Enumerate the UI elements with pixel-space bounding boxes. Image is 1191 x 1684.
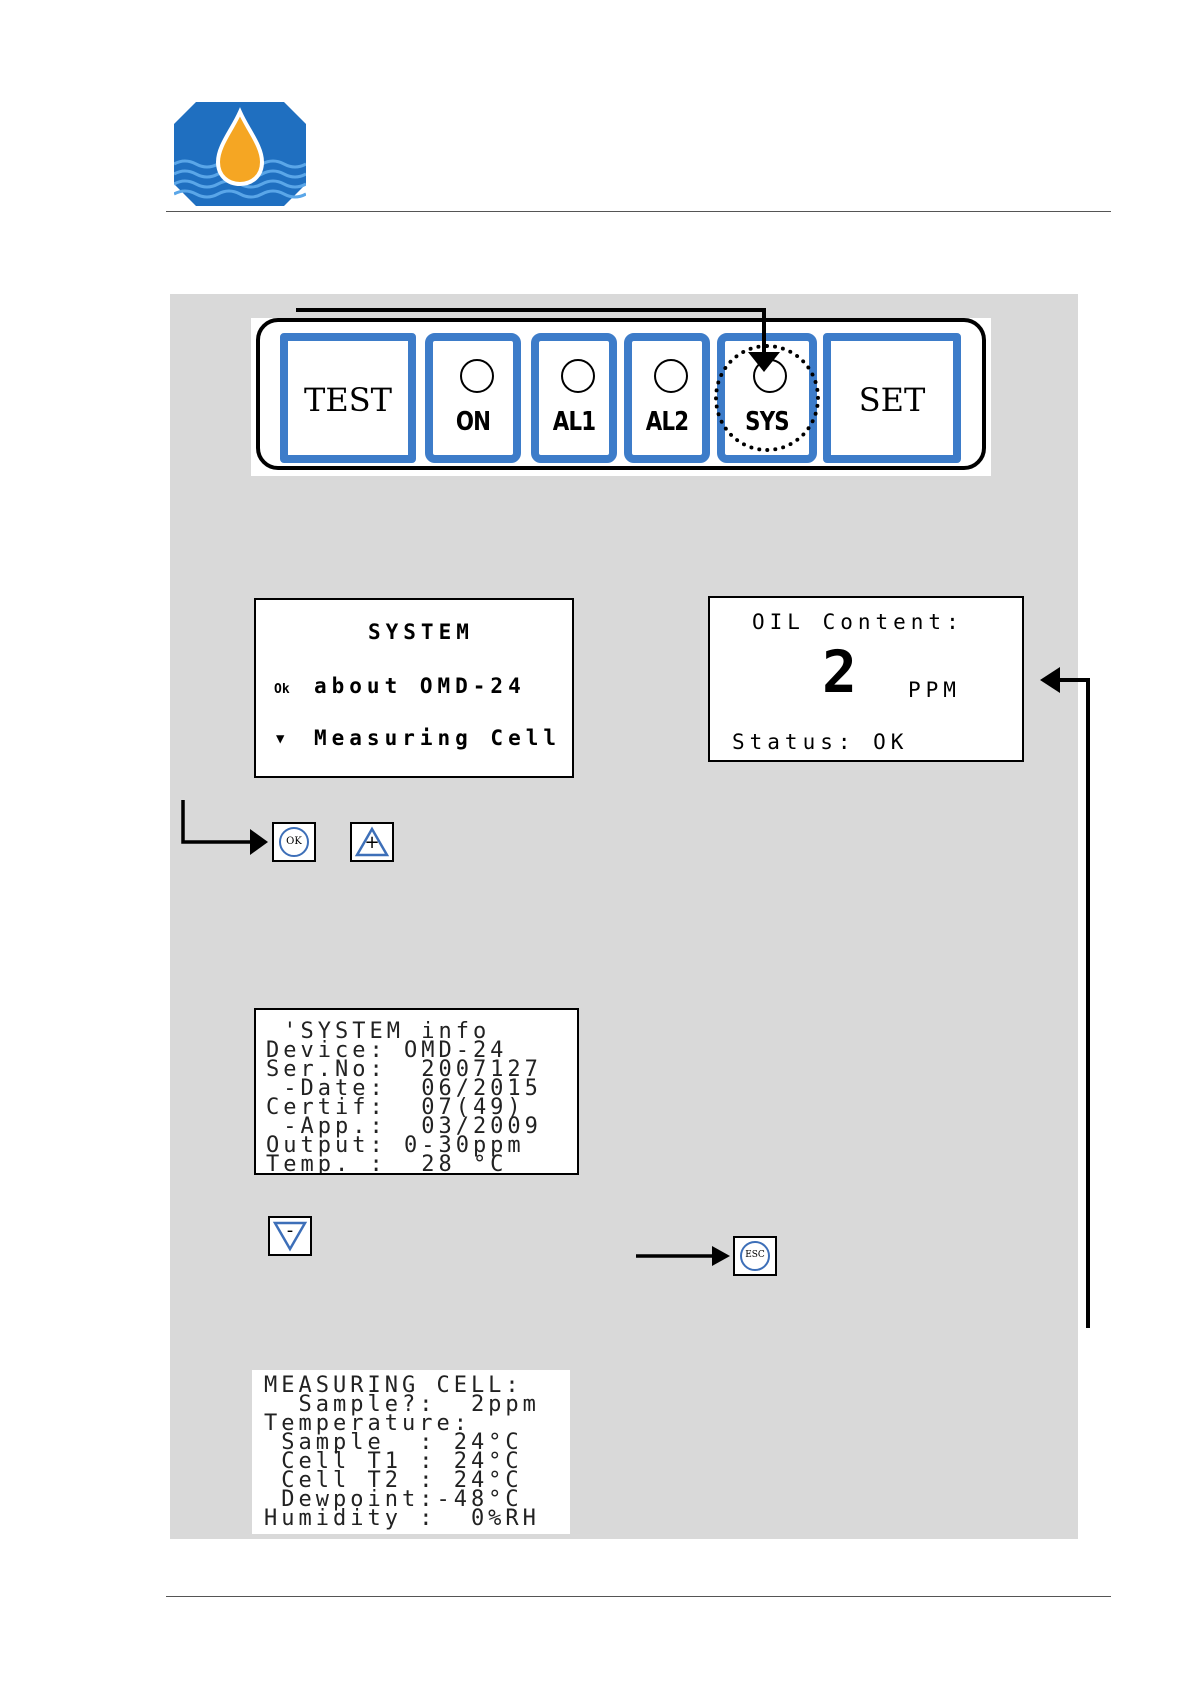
al1-led-icon [561, 359, 595, 393]
esc-button-label: ESC [740, 1241, 770, 1271]
test-key[interactable]: TEST [280, 333, 416, 463]
oil-content-value: 2 [822, 638, 857, 706]
system-info-line: Certif: 07(49) [266, 1095, 525, 1120]
on-key[interactable]: ON [425, 333, 521, 463]
header-rule [166, 211, 1111, 212]
arrow-to-esc-head [712, 1246, 730, 1266]
system-info-line: Device: OMD-24 [266, 1038, 508, 1063]
company-logo [174, 102, 306, 206]
footer-rule [166, 1596, 1111, 1597]
ok-marker: Ok [274, 682, 290, 697]
system-info-line: -Date: 06/2015 [266, 1076, 542, 1101]
ok-button-label: OK [279, 827, 309, 857]
minus-triangle-icon [272, 1221, 308, 1252]
al2-led-icon [654, 359, 688, 393]
measuring-cell-screen: MEASURING CELL: Sample?: 2ppm Temperatur… [252, 1370, 570, 1534]
arrow-to-oil [1060, 678, 1090, 1328]
measuring-cell-line: Cell T1 : 24°C [264, 1449, 523, 1474]
measuring-cell-line: Sample : 24°C [264, 1430, 523, 1455]
on-led-icon [460, 359, 494, 393]
al1-key[interactable]: AL1 [531, 333, 617, 463]
measuring-cell-line: Sample?: 2ppm [264, 1392, 540, 1417]
al2-key-label: AL2 [645, 407, 689, 437]
menu-item-measuring[interactable]: Measuring Cell [314, 726, 562, 750]
plus-button-label: + [364, 832, 380, 853]
system-menu-screen: SYSTEM Ok about OMD-24 ▼ Measuring Cell [254, 598, 574, 778]
arrow-to-ok-head [250, 829, 268, 855]
al2-key[interactable]: AL2 [624, 333, 710, 463]
keypad-frame [256, 318, 986, 470]
plus-triangle-icon [354, 826, 390, 857]
system-info-screen: 'SYSTEM info Device: OMD-24 Ser.No: 2007… [254, 1008, 579, 1175]
minus-button-label: - [286, 1220, 294, 1241]
on-key-label: ON [455, 407, 491, 437]
ok-button[interactable]: OK [272, 822, 316, 862]
down-marker-icon: ▼ [276, 731, 285, 747]
set-key[interactable]: SET [823, 333, 961, 463]
set-key-label: SET [858, 381, 926, 419]
measuring-cell-line: Cell T2 : 24°C [264, 1468, 523, 1493]
diagram-panel [170, 294, 1078, 1539]
system-info-line: Ser.No: 2007127 [266, 1057, 542, 1082]
arrow-to-ok [181, 800, 250, 844]
plus-button[interactable]: + [350, 822, 394, 862]
oil-content-screen: OIL Content: 2 PPM Status: OK [708, 596, 1024, 762]
system-info-line: 'SYSTEM info [266, 1019, 491, 1044]
measuring-cell-line: Humidity : 0%RH [264, 1506, 540, 1531]
measuring-cell-line: MEASURING CELL: [264, 1373, 523, 1398]
measuring-cell-line: Temperature: [264, 1411, 471, 1436]
oil-content-unit: PPM [908, 678, 961, 702]
arrow-to-sys [296, 308, 766, 352]
menu-item-about[interactable]: about OMD-24 [314, 674, 526, 698]
al1-key-label: AL1 [552, 407, 596, 437]
esc-button[interactable]: ESC [733, 1236, 777, 1276]
arrow-to-sys-head [748, 352, 780, 372]
oil-content-label: OIL Content: [752, 610, 964, 634]
sys-highlight-ring [714, 344, 820, 452]
system-info-line: Output: 0-30ppm [266, 1133, 525, 1158]
minus-button[interactable]: - [268, 1216, 312, 1256]
system-menu-title: SYSTEM [368, 620, 474, 644]
system-info-line: -App.: 03/2009 [266, 1114, 542, 1139]
system-info-line: Temp. : 28 °C [266, 1152, 508, 1175]
test-key-label: TEST [304, 381, 392, 419]
arrow-to-oil-head [1040, 667, 1060, 693]
oil-status: Status: OK [732, 730, 909, 754]
measuring-cell-line: Dewpoint:-48°C [264, 1487, 523, 1512]
